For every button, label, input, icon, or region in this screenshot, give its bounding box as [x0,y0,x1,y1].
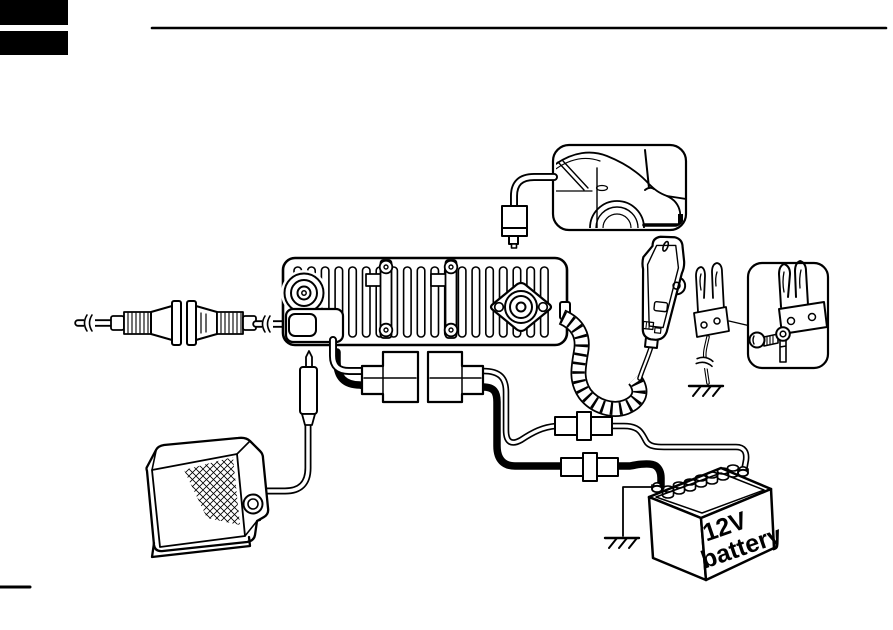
speaker-cable [252,420,312,495]
fuse-holder-top [554,411,613,441]
radio-rear-panel [281,256,571,347]
battery-terminal-positive [737,465,749,478]
cable-break-icon [261,314,274,334]
car-door-handle [595,184,609,192]
antenna-socket [489,281,553,333]
inset-frame-car [551,143,688,232]
mic-hanger-inset [746,260,830,370]
hanger-screw [748,331,779,349]
hanger-base-plate [778,301,828,335]
mic-coiled-cord [558,309,648,417]
antenna-plug [501,205,528,249]
heatsink-strap [378,259,394,339]
microphone [558,235,687,417]
power-socket-housing [284,307,345,344]
battery: 12V battery [647,464,786,582]
dc-power-cable [329,336,368,390]
round-connector [281,270,327,316]
battery-terminal-negative [651,481,663,494]
battery-ground-wire [622,486,653,537]
cable-break-icon [83,313,96,333]
car-antenna-inset [501,143,688,249]
power-cord-plug [288,313,317,337]
chapter-tab-bottom [0,31,68,55]
fuse-holder-bottom [560,452,619,482]
speaker-plug [299,350,318,426]
car-illustration [556,149,685,228]
coax-connector-pair [74,300,298,346]
ring-terminal [775,326,791,363]
heatsink-strap [443,259,459,339]
dc-connector-battery-side [426,350,485,404]
dc-harness [360,350,750,550]
car-antenna [644,149,650,189]
ground-icon [687,384,725,398]
mic-hanger-base [693,306,730,338]
coax-plug [110,300,182,346]
cable-break-icon [693,354,716,371]
mic-hanger [687,262,777,398]
mic-hang-slot [662,240,670,252]
speaker-bracket [150,535,252,559]
antenna-cable [511,174,557,209]
antenna-feedline [501,173,558,249]
mic-body [637,235,687,381]
page-chrome [0,0,888,589]
chapter-tab-top [0,0,68,25]
ground-icon [603,536,641,550]
speaker-knob [242,493,264,515]
speaker-grille [184,457,240,525]
coax-jack [186,300,257,346]
battery-side [699,487,776,582]
dc-connector-radio-side [360,350,420,404]
external-speaker [145,350,318,559]
